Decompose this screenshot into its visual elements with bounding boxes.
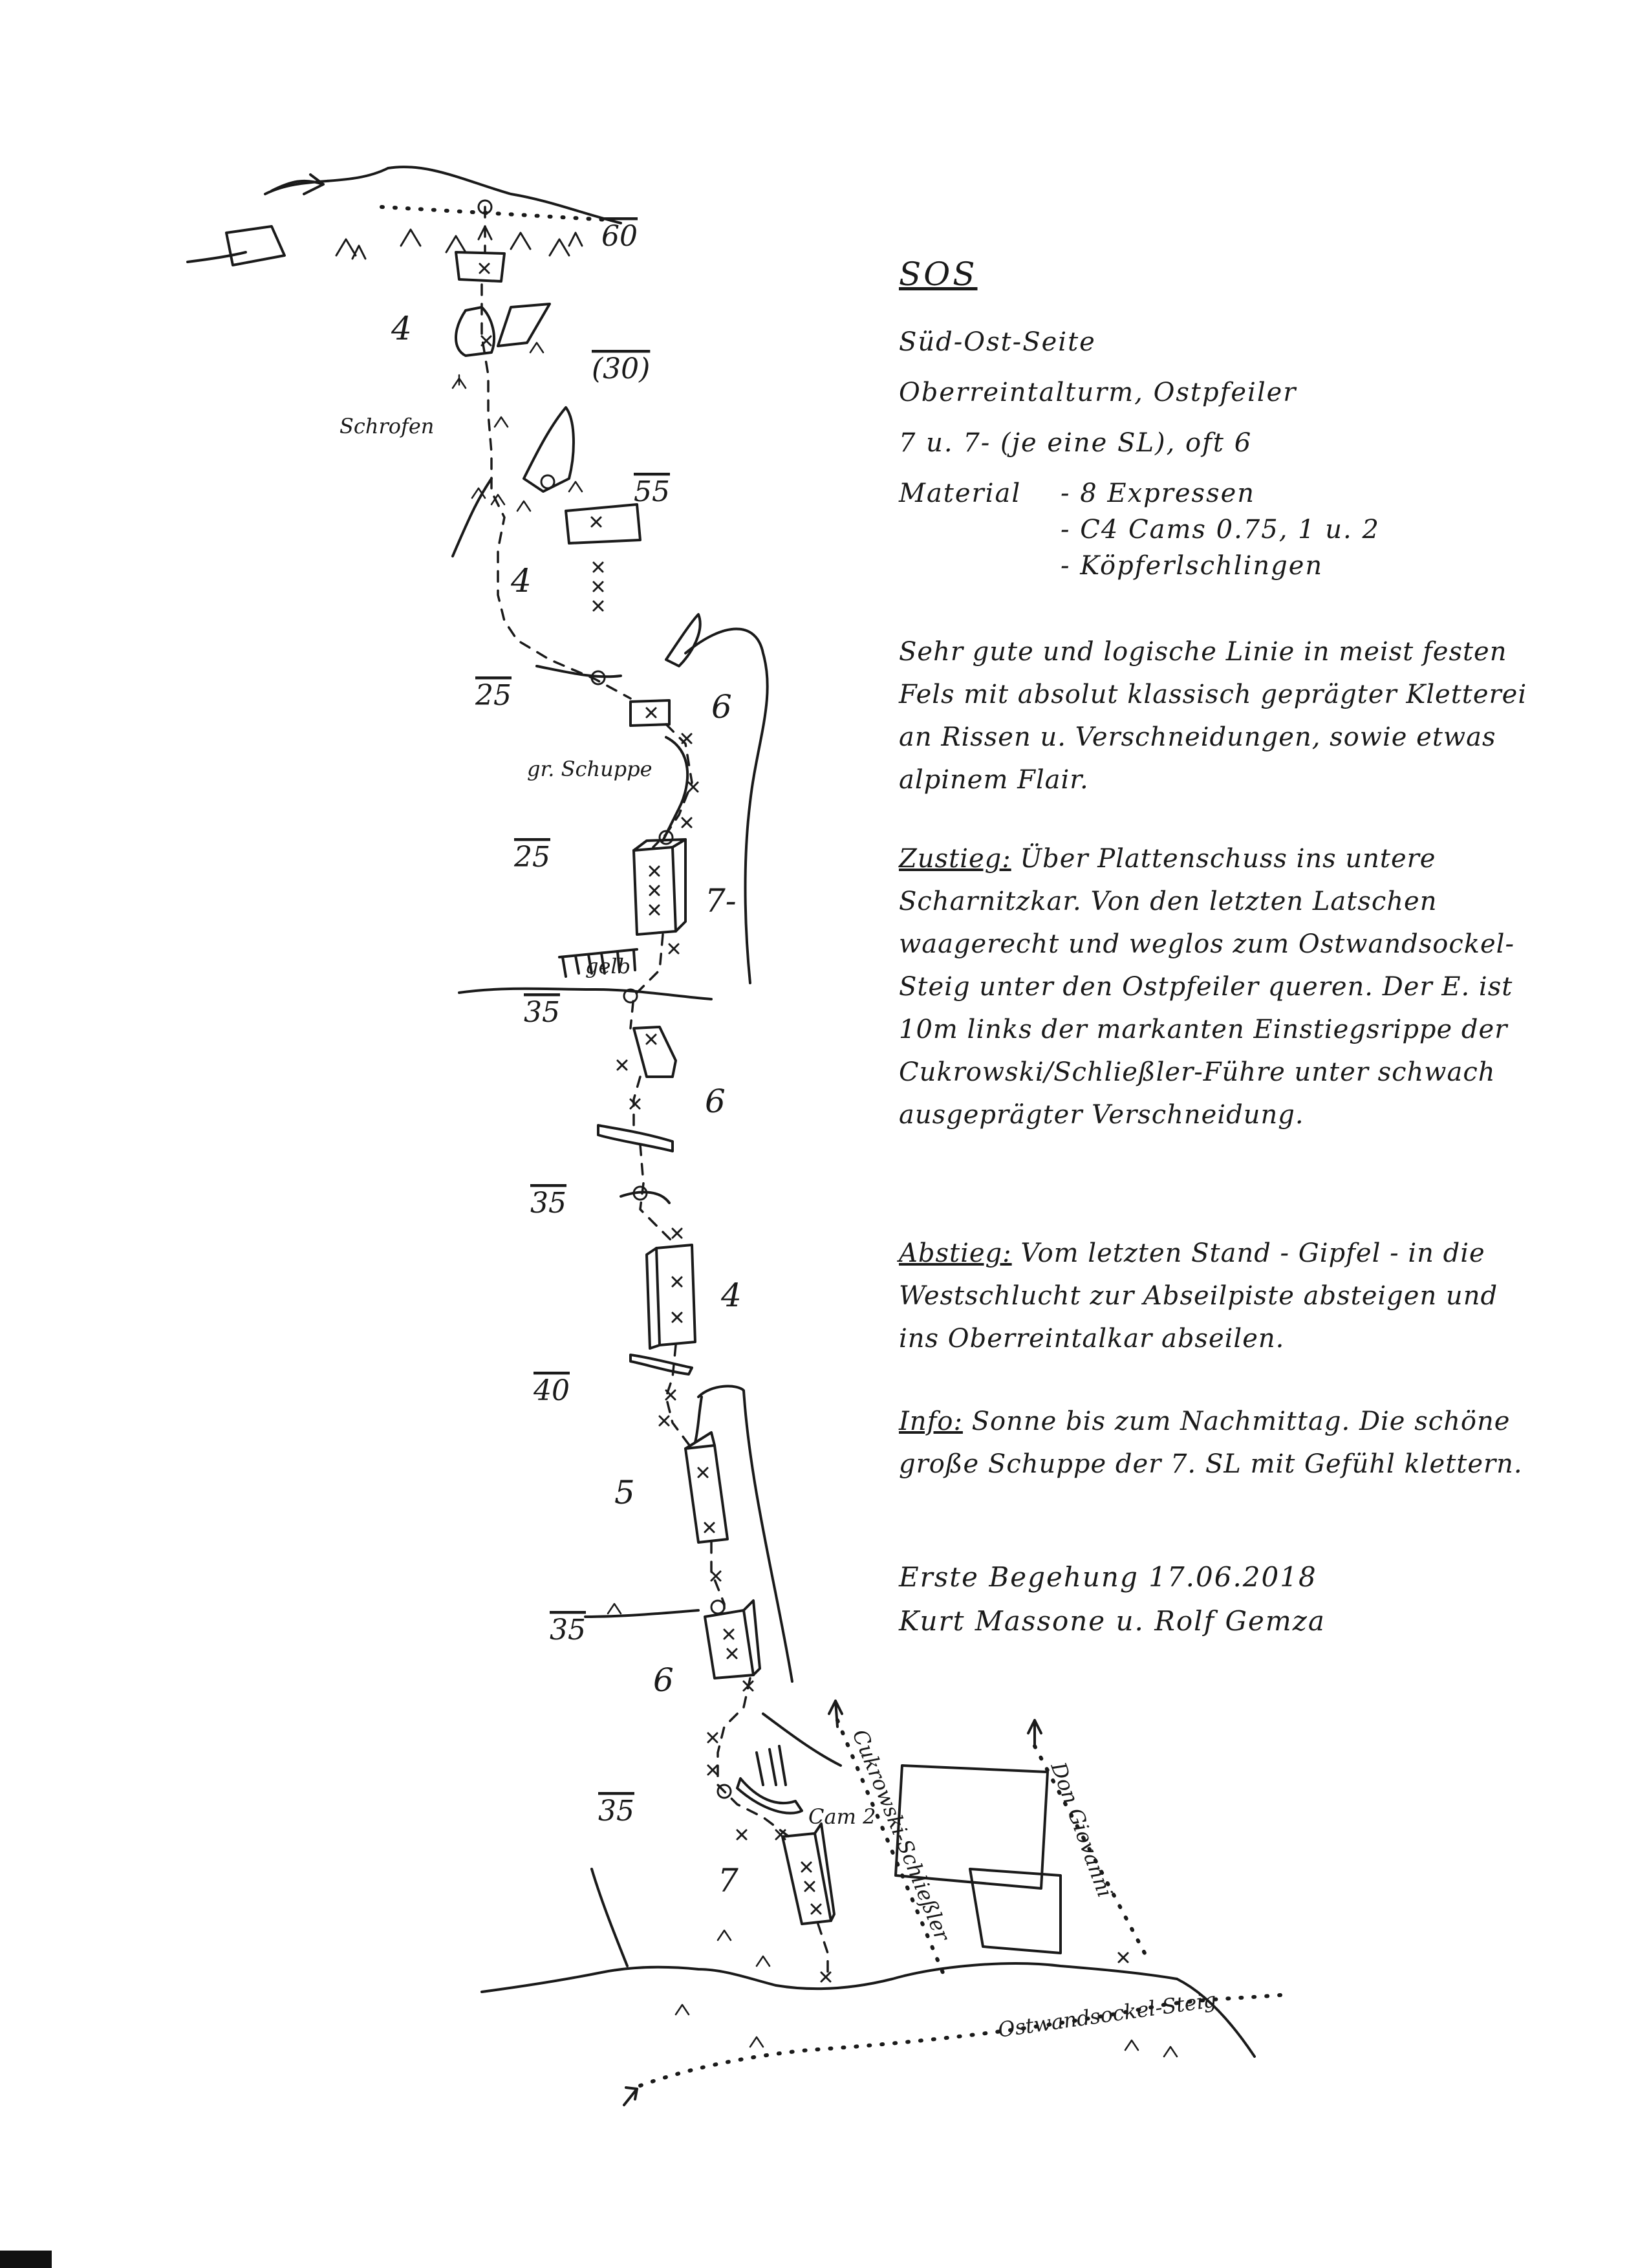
pitch-length-35a: 35 xyxy=(524,996,560,1029)
belay-block-2 xyxy=(565,503,641,545)
yellow-roof xyxy=(558,948,638,978)
wall-arete xyxy=(762,1712,842,1767)
approach-text: Über Plattenschuss ins untere Scharnitzk… xyxy=(899,844,1514,1130)
descent-label: Abstieg: xyxy=(899,1238,1012,1268)
pitch-grade-7: 5 xyxy=(614,1474,635,1511)
ledge-25 xyxy=(535,665,622,678)
material-item: - Köpferlschlingen xyxy=(1061,551,1324,581)
first-ascent-climbers: Kurt Massone u. Rolf Gemza xyxy=(899,1605,1326,1637)
neighbor-route-2-line xyxy=(1033,1744,1147,1955)
pitch-grade-9: 7 xyxy=(718,1862,738,1899)
route-header: Süd-Ost-Seite Oberreintalturm, Ostpfeile… xyxy=(899,317,1297,468)
pitch-grade-2: 4 xyxy=(510,562,532,599)
summit-arrow-icon xyxy=(270,173,325,195)
neighbor-route-2-arrow-icon xyxy=(1027,1719,1042,1747)
route-description: Sehr gute und logische Linie in meist fe… xyxy=(899,637,1527,795)
vegetation-top xyxy=(335,225,583,260)
pitch-length-35c: 35 xyxy=(550,1614,586,1647)
rock-slab-1 xyxy=(497,303,551,347)
neighbor-route-1-line xyxy=(835,1718,946,1978)
left-ridge-base xyxy=(590,1868,629,1967)
vegetation-marks xyxy=(451,341,1178,2058)
grade-summary: 7 u. 7- (je eine SL), oft 6 xyxy=(899,428,1253,458)
summit-ridge xyxy=(264,166,622,224)
pitch-length-35b: 35 xyxy=(530,1187,566,1220)
rock-spire xyxy=(523,406,575,493)
left-block xyxy=(225,225,286,266)
left-ridge xyxy=(186,251,247,263)
info-section: Info: Sonne bis zum Nachmittag. Die schö… xyxy=(899,1400,1546,1485)
pillar-block-3 xyxy=(684,1444,729,1544)
route-line xyxy=(480,206,829,1980)
pitch-length-25a: 25 xyxy=(475,679,512,712)
pitch-length-55: 55 xyxy=(634,475,670,508)
pitch-length-30: (30) xyxy=(592,352,650,385)
bolt-markers xyxy=(479,263,1129,1983)
label-cam: Cam 2 xyxy=(808,1804,876,1829)
crack-flake xyxy=(665,613,702,667)
pillar-block-2 xyxy=(655,1244,696,1346)
first-ascent: Erste Begehung 17.06.2018 Kurt Massone u… xyxy=(899,1555,1326,1643)
pitch-grade-1: 4 xyxy=(391,310,412,347)
ledge-35b xyxy=(620,1191,671,1204)
belay-block-4 xyxy=(632,1026,677,1078)
pitch-length-40: 40 xyxy=(533,1374,570,1407)
right-wall-lower xyxy=(697,1385,793,1683)
right-wall xyxy=(684,627,769,984)
descent-text: Vom letzten Stand - Gipfel - in die West… xyxy=(899,1238,1498,1354)
pitch-grade-4: 7- xyxy=(705,882,737,920)
label-schuppe: gr. Schuppe xyxy=(527,757,652,781)
info-text: Sonne bis zum Nachmittag. Die schöne gro… xyxy=(899,1407,1523,1479)
pitch-grade-8: 6 xyxy=(653,1661,674,1699)
neighbor-route-1-arrow-icon xyxy=(828,1700,843,1728)
label-gelb: gelb xyxy=(585,954,630,978)
roof-cam xyxy=(736,1777,803,1815)
pitch-grade-5: 6 xyxy=(705,1083,726,1120)
pitch-grade-6: 4 xyxy=(720,1277,742,1314)
material-item: - 8 Expressen xyxy=(1061,479,1256,508)
pillar-block-4 xyxy=(704,1609,755,1679)
label-neighbor-route-1: Cukrowski-Schließler xyxy=(848,1726,956,1945)
material-item: - C4 Cams 0.75, 1 u. 2 xyxy=(1061,515,1380,545)
belay-block-3 xyxy=(629,699,671,727)
pitch-length-25b: 25 xyxy=(513,841,550,874)
first-ascent-date: Erste Begehung 17.06.2018 xyxy=(899,1561,1317,1593)
label-neighbor-route-2: Don Giovanni xyxy=(1046,1758,1117,1901)
route-title: SOS xyxy=(899,255,978,293)
material-label: Material xyxy=(899,479,1022,508)
roof-pitch-6 xyxy=(597,1124,674,1152)
belay-block-1 xyxy=(455,251,506,283)
rock-1 xyxy=(455,306,495,357)
slab-2 xyxy=(969,1868,1062,1954)
wall-side: Süd-Ost-Seite xyxy=(899,327,1096,357)
left-ridge-2 xyxy=(451,477,493,557)
belay-points xyxy=(477,199,732,1799)
ground xyxy=(480,1962,1178,1993)
summit-traverse xyxy=(380,205,610,222)
scan-edge-bar xyxy=(0,2251,52,2268)
route-location: Oberreintalturm, Ostpfeiler xyxy=(899,378,1297,407)
small-pillars xyxy=(755,1745,787,1786)
approach-arrow-icon xyxy=(623,2086,638,2106)
ledge-35a xyxy=(458,987,713,1000)
roof-40 xyxy=(629,1354,693,1376)
material-list: Material - 8 Expressen - C4 Cams 0.75, 1… xyxy=(899,475,1380,584)
approach-label: Zustieg: xyxy=(899,844,1011,874)
ledge-35c xyxy=(584,1609,700,1618)
approach-section: Zustieg: Über Plattenschuss ins untere S… xyxy=(899,837,1546,1136)
pitch-grade-3: 6 xyxy=(711,688,732,726)
pitch-length-60: 60 xyxy=(601,220,638,253)
descent-section: Abstieg: Vom letzten Stand - Gipfel - in… xyxy=(899,1232,1546,1360)
label-approach-path: Ostwandsockel-Steig xyxy=(997,1987,1218,2042)
label-schrofen: Schrofen xyxy=(339,414,434,438)
pitch-length-35d: 35 xyxy=(598,1795,634,1828)
slab-1 xyxy=(894,1764,1049,1890)
info-label: Info: xyxy=(899,1407,963,1436)
